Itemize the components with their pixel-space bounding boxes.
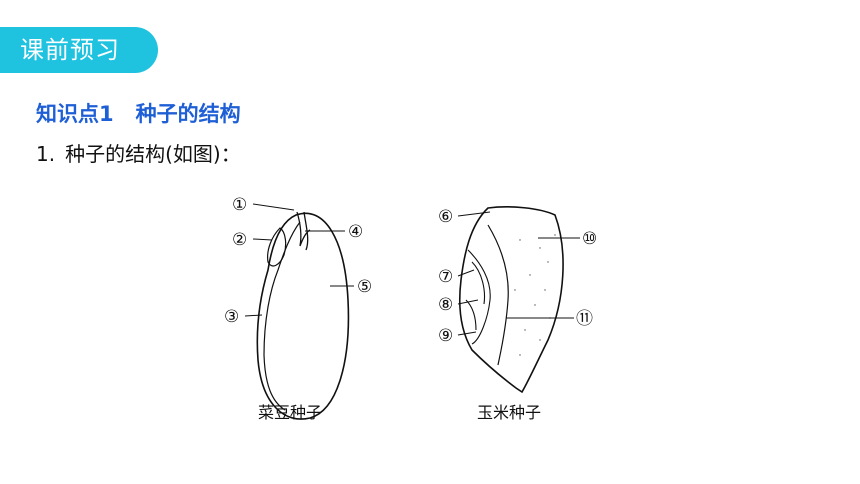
question-index: 1.: [36, 142, 56, 166]
question-line: 1. 种子的结构(如图)：: [36, 138, 241, 167]
corn-endosperm-boundary: [487, 224, 509, 366]
bean-label-1: ①: [232, 195, 247, 215]
corn-label-7: ⑦: [438, 267, 453, 287]
corn-caption: 玉米种子: [477, 403, 542, 422]
knowledge-point-title: 种子的结构: [135, 102, 241, 126]
corn-label-10: ⑩: [582, 229, 597, 249]
corn-label-9: ⑨: [438, 326, 453, 346]
bean-label-2: ②: [232, 230, 247, 250]
bean-seed: [256, 211, 350, 420]
corn-label-11: ⑪: [576, 309, 593, 329]
bean-caption: 菜豆种子: [258, 403, 323, 422]
bean-seed-coat: [256, 212, 350, 420]
corn-leader-lines: [457, 211, 580, 336]
bean-label-4: ④: [348, 222, 363, 242]
question-text: 种子的结构(如图)：: [65, 142, 241, 166]
knowledge-point-heading: 知识点1 种子的结构: [36, 98, 241, 128]
corn-seed: [458, 206, 564, 394]
bean-cotyledon-edge: [263, 221, 301, 411]
bean-leader-lines: [244, 203, 354, 317]
corn-embryo: [465, 249, 491, 345]
corn-label-8: ⑧: [438, 295, 453, 315]
bean-radicle: [267, 227, 287, 267]
corn-label-6: ⑥: [438, 207, 453, 227]
corn-endosperm-dots: [514, 234, 556, 356]
corn-seed-coat: [458, 206, 564, 394]
label-markers: ① ② ③ ④ ⑤ ⑥ ⑦ ⑧ ⑨ ⑩ ⑪: [224, 195, 597, 346]
bean-label-5: ⑤: [357, 277, 372, 297]
knowledge-point-number: 知识点1: [36, 102, 114, 126]
section-tag: 课前预习: [0, 27, 158, 73]
bean-label-3: ③: [224, 307, 239, 327]
